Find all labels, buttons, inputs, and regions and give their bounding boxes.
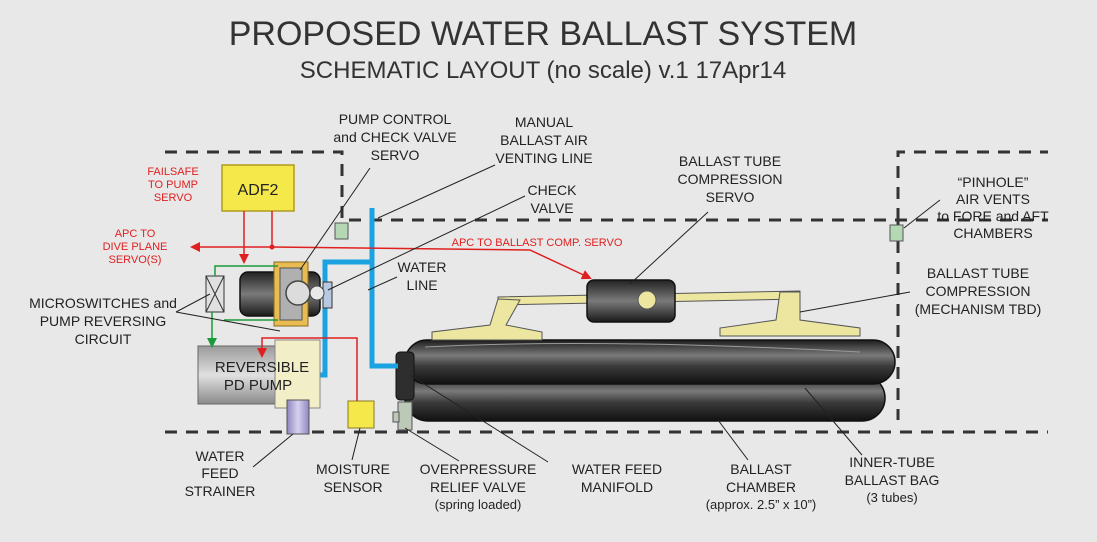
bag-label-3: (3 tubes) [866, 490, 917, 505]
comp-mech-label-3: (MECHANISM TBD) [915, 301, 1042, 317]
apc-dive-label-2: DIVE PLANE [103, 241, 168, 253]
chamber-label-3: (approx. 2.5” x 10”) [706, 497, 817, 512]
water-line-label-1: WATER [398, 259, 447, 275]
reversible-pd-pump [197, 339, 321, 409]
comp-servo-label-1: BALLAST TUBE [679, 153, 781, 169]
pinhole-label-3: to FORE and AFT [937, 208, 1049, 224]
chamber-label-1: BALLAST [730, 461, 792, 477]
comp-servo-label-2: COMPRESSION [677, 171, 782, 187]
diagram-subtitle: SCHEMATIC LAYOUT (no scale) v.1 17Apr14 [300, 57, 786, 84]
pump-label-line2: PD PUMP [224, 377, 292, 394]
leader-lines [175, 164, 941, 468]
microswitch-label-3: CIRCUIT [75, 331, 132, 347]
microswitch-label-1: MICROSWITCHES and [29, 295, 177, 311]
chamber-label-2: CHAMBER [726, 479, 796, 495]
apc-dive-label-1: APC TO [115, 228, 156, 240]
pump-control-label-1: PUMP CONTROL [339, 111, 452, 127]
relief-label-1: OVERPRESSURE [420, 461, 537, 477]
check-valve-label-1: CHECK [527, 182, 577, 198]
moisture-label-1: MOISTURE [316, 461, 390, 477]
apc-ballast-label: APC TO BALLAST COMP. SERVO [452, 237, 623, 249]
check-valve-label-2: VALVE [530, 200, 573, 216]
strainer-label-2: FEED [201, 465, 238, 481]
pinhole-vent-fore [334, 222, 349, 240]
check-valve [322, 281, 333, 309]
manual-vent-label-2: BALLAST AIR [500, 132, 588, 148]
pump-control-label-2: and CHECK VALVE [333, 129, 456, 145]
apc-dive-label-3: SERVO(S) [109, 254, 162, 266]
pump-control-servo [239, 261, 325, 327]
pump-control-label-3: SERVO [371, 147, 420, 163]
microswitch-box [205, 275, 225, 313]
failsafe-label-2: TO PUMP [148, 179, 198, 191]
water-feed-manifold [395, 351, 415, 401]
compression-mechanism [431, 290, 861, 341]
pinhole-label-4: CHAMBERS [953, 225, 1032, 241]
failsafe-label-3: SERVO [154, 192, 193, 204]
moisture-label-2: SENSOR [323, 479, 382, 495]
relief-label-3: (spring loaded) [435, 497, 522, 512]
adf2-box [221, 164, 295, 212]
comp-mech-label-1: BALLAST TUBE [927, 265, 1029, 281]
moisture-sensor [347, 400, 375, 429]
diagram-title: PROPOSED WATER BALLAST SYSTEM [229, 15, 858, 53]
failsafe-label-1: FAILSAFE [147, 166, 198, 178]
ballast-chamber-tubes [404, 339, 896, 422]
water-feed-strainer [286, 399, 310, 435]
adf2-label: ADF2 [238, 182, 279, 199]
manual-vent-label-3: VENTING LINE [495, 150, 592, 166]
manifold-label-1: WATER FEED [572, 461, 662, 477]
signal-lines [190, 211, 592, 401]
comp-mech-label-2: COMPRESSION [925, 283, 1030, 299]
relief-label-2: RELIEF VALVE [430, 479, 526, 495]
compression-servo [586, 279, 676, 323]
water-line [320, 208, 398, 378]
pinhole-vent-aft [889, 224, 904, 242]
pinhole-label-1: “PINHOLE” [958, 174, 1029, 190]
strainer-label-3: STRAINER [185, 483, 256, 499]
pinhole-label-2: AIR VENTS [956, 191, 1030, 207]
overpressure-relief-valve [392, 401, 413, 431]
compartment-outlines [165, 150, 1048, 434]
water-line-label-2: LINE [406, 277, 437, 293]
microswitch-label-2: PUMP REVERSING [40, 313, 167, 329]
strainer-label-1: WATER [196, 448, 245, 464]
manifold-label-2: MANIFOLD [581, 479, 653, 495]
control-wires [207, 265, 278, 348]
bag-label-2: BALLAST BAG [845, 472, 940, 488]
manual-vent-label-1: MANUAL [515, 114, 574, 130]
bag-label-1: INNER-TUBE [849, 454, 935, 470]
pump-label-line1: REVERSIBLE [215, 359, 309, 376]
comp-servo-label-3: SERVO [706, 189, 755, 205]
